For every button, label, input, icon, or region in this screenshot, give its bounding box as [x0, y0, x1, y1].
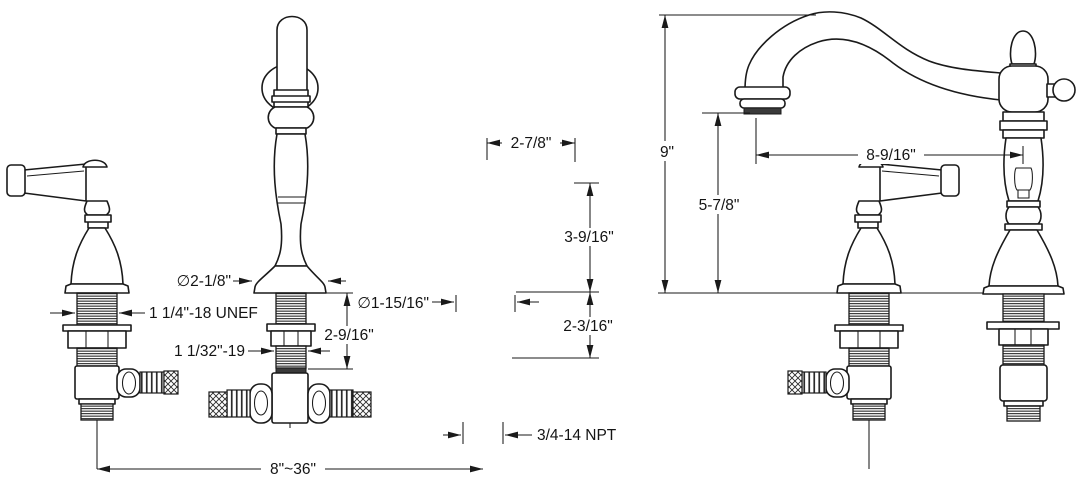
right-handle-assembly [787, 159, 960, 470]
dimension-label: 3-9/16" [564, 229, 613, 246]
port-supply-nut [208, 391, 228, 418]
cartridge-detail [1014, 167, 1033, 199]
column-rings [277, 196, 306, 204]
outlet-thread [1006, 405, 1041, 422]
dim-handle-width: 2-7/8" [486, 134, 576, 162]
capital-ring-2 [999, 120, 1048, 131]
spout-hub [998, 65, 1049, 113]
base-flange [982, 285, 1065, 295]
dim-riser-shank-length: 2-9/16" [308, 292, 381, 370]
riser-tube [276, 15, 308, 109]
dim-handle-base-diameter: ∅1-15/16" [357, 295, 539, 312]
riser-thread-upper [275, 292, 307, 325]
outlet-lip [1003, 400, 1044, 407]
dim-overall-height: 9" [655, 14, 816, 293]
shank-thread-upper [1002, 293, 1045, 323]
dimension-text-mask [556, 317, 621, 335]
dimension-label: 9" [660, 144, 674, 161]
dimension-label: 8"~36" [270, 461, 316, 478]
riser-washer [266, 323, 316, 332]
dim-handle-shank-length: 2-3/16" [512, 292, 621, 359]
port-ribs [329, 389, 354, 418]
dimension-text-mask [691, 195, 748, 214]
front-view: 2-7/8" 3-9/16" ∅1-15/16" 2-3/16" [6, 15, 960, 478]
valve-body [999, 364, 1048, 402]
tee-port-right [307, 383, 372, 424]
dim-spout-clearance: 5-7/8" [691, 112, 750, 293]
dimension-text-mask [317, 326, 381, 344]
riser-base-flare [253, 265, 327, 294]
dimension-text-mask [858, 146, 924, 164]
center-spout-riser [208, 15, 372, 428]
dimension-label: 2-7/8" [511, 135, 552, 152]
neck-bulb [1005, 206, 1042, 225]
spout-collar-upper [734, 86, 791, 100]
dimension-text-mask [655, 141, 679, 161]
dimension-text-mask [557, 228, 622, 246]
spout-body [744, 11, 1002, 101]
right-handle [787, 159, 960, 470]
dim-riser-thread: 1 1/32"-19 [174, 343, 330, 360]
port-fitting [249, 383, 273, 424]
aerator-tip [743, 107, 782, 115]
tee-port-left [208, 383, 273, 424]
riser-column [273, 133, 309, 267]
dimension-label: 1 1/32"-19 [174, 343, 245, 360]
top-finial [1009, 30, 1037, 65]
port-fitting-bore [311, 390, 327, 416]
dimension-label: 2-9/16" [324, 327, 373, 344]
spout-assembly [734, 11, 1076, 422]
port-supply-nut [352, 391, 372, 418]
dim-outlet-thread: 3/4-14 NPT [443, 422, 617, 444]
riser-collar-rings [271, 89, 311, 108]
dimensions-side: 9" 5-7/8" 8-9/16" [655, 14, 1024, 293]
port-fitting [307, 383, 331, 424]
deck-washer [986, 321, 1060, 330]
spout-collar-lower [739, 98, 786, 109]
neck-ring-lower [1004, 223, 1043, 231]
shank-thread-lower [1002, 344, 1045, 366]
dimension-label: 1 1/4"-18 UNEF [149, 305, 258, 322]
riser-nut-facets [283, 331, 299, 346]
dimensions-front: 2-7/8" 3-9/16" ∅1-15/16" 2-3/16" [50, 134, 622, 478]
riser-nut [270, 330, 312, 347]
bulge-ring [275, 127, 307, 135]
base-bell [988, 229, 1059, 287]
dimension-label: ∅2-1/8" [177, 273, 231, 290]
dimension-label: 8-9/16" [866, 147, 915, 164]
dimension-label: ∅1-15/16" [357, 295, 429, 312]
capital-ring-3 [1002, 129, 1045, 139]
dim-riser-base-diameter: ∅2-1/8" [177, 273, 346, 290]
dimension-text-mask [261, 460, 325, 478]
side-knob [1052, 78, 1076, 102]
side-view: 9" 5-7/8" 8-9/16" [655, 11, 1076, 422]
dim-handle-thread: 1 1/4"-18 UNEF [50, 305, 258, 322]
dim-spout-reach: 8-9/16" [755, 118, 1024, 164]
dimension-label: 3/4-14 NPT [537, 427, 617, 444]
capital-ring-1 [1002, 111, 1045, 122]
riser-thread-lower [275, 345, 307, 369]
port-fitting-bore [253, 390, 269, 416]
neck-ring-upper [1006, 200, 1041, 208]
dimension-text-mask [502, 134, 560, 151]
hex-nut [998, 328, 1049, 346]
port-ribs [226, 389, 251, 418]
dimension-label: 5-7/8" [699, 197, 740, 214]
dim-handle-spread: 8"~36" [97, 460, 483, 478]
dim-handle-height: 3-9/16" [516, 182, 622, 293]
tee-body [271, 372, 309, 424]
riser-bulge [267, 106, 315, 129]
nut-facet-lines [1014, 329, 1032, 345]
dimension-label: 2-3/16" [563, 318, 612, 335]
